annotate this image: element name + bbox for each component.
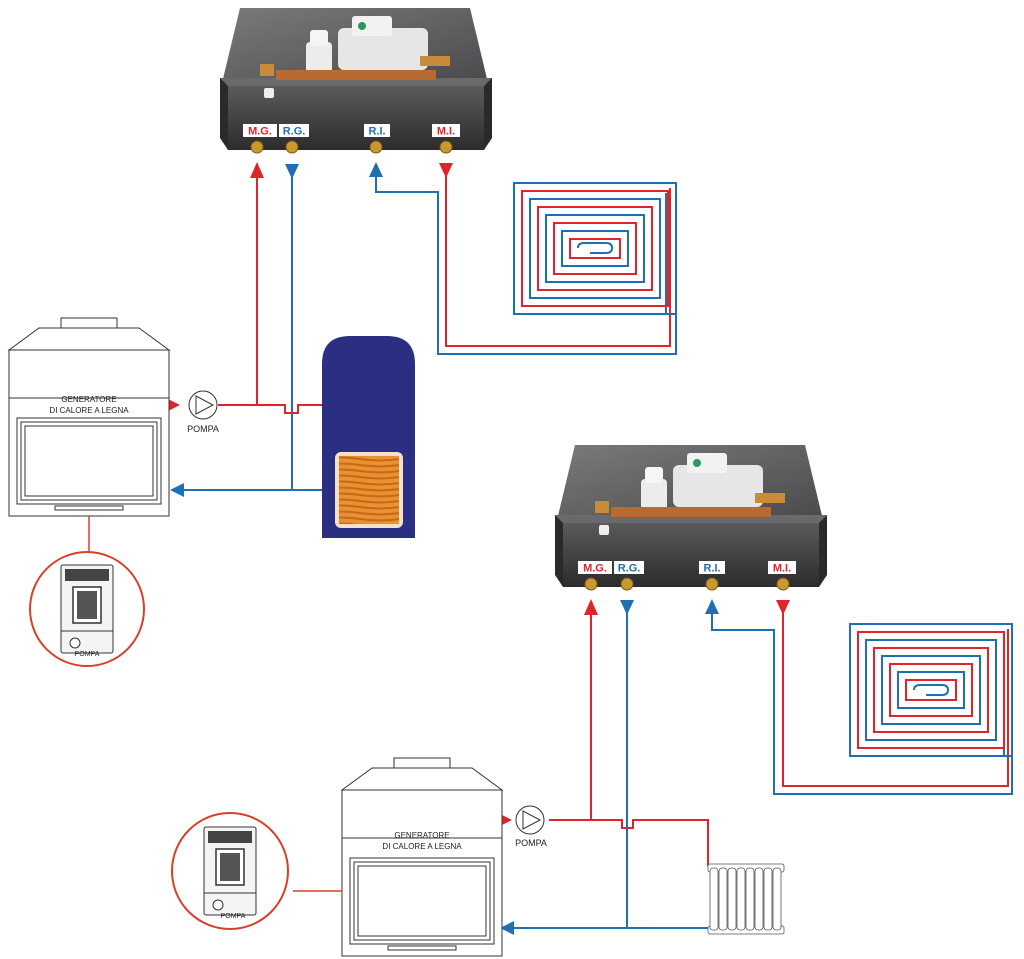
arrow-down-mi [439, 163, 453, 178]
port-ri-bg-2 [699, 561, 725, 574]
arrow-return-gen-2 [500, 921, 514, 935]
port-ri-label: R.I. [368, 126, 385, 138]
arrow-up-ri-2 [705, 599, 719, 614]
arrow-up-ri [369, 162, 383, 177]
pump-label: POMPA [187, 424, 219, 434]
stove-icon [60, 564, 114, 654]
port-mg-label: M.G. [248, 126, 272, 138]
brass-fittings [250, 140, 453, 154]
port-rg-bg [279, 124, 309, 137]
port-mg-label-2: M.G. [583, 563, 607, 575]
generator-label-2b: DI CALORE A LEGNA [382, 842, 462, 851]
port-ri-bg [364, 124, 390, 137]
port-rg-bg-2 [614, 561, 644, 574]
port-ri-label-2: R.I. [703, 563, 720, 575]
arrow-up-mg [250, 162, 264, 178]
port-mi-bg [432, 124, 460, 137]
port-rg-label-2: R.G. [618, 563, 641, 575]
bottom-system: M.G. R.G. R.I. M.I. [171, 445, 1013, 957]
arrow-down-rg-2 [620, 600, 634, 615]
generator-body-2 [341, 757, 503, 957]
arrow-return-gen [170, 483, 184, 497]
top-pipes [180, 172, 677, 491]
generator-label-1b: GENERATORE [394, 831, 449, 840]
inset-pump-label: POMPA [75, 651, 100, 658]
generator-label-2: DI CALORE A LEGNA [49, 406, 129, 415]
port-mi-bg-2 [768, 561, 796, 574]
port-mi-label: M.I. [437, 126, 455, 138]
arrow-up-mg-2 [584, 599, 598, 615]
arrow-down-mi-2 [776, 600, 790, 615]
pump-label-2: POMPA [515, 838, 547, 848]
puffer-tank-icon [322, 336, 415, 538]
port-mg-bg-2 [578, 561, 612, 574]
radiator-icon [707, 863, 785, 935]
generator-label-1: GENERATORE [61, 395, 116, 404]
pump-icon-2 [515, 805, 545, 835]
stove-icon-2 [203, 826, 257, 916]
port-mg-bg [243, 124, 277, 137]
underfloor-coil-icon-2 [849, 623, 1013, 757]
arrow-down-rg [285, 164, 299, 179]
top-system: M.G. R.G. R.I. M.I. [8, 8, 677, 667]
pump-icon [188, 390, 218, 420]
generator-body [8, 317, 170, 517]
inset-pump-label-2: POMPA [221, 913, 246, 920]
port-mi-label-2: M.I. [773, 563, 791, 575]
arrow-into-pump [166, 398, 180, 412]
brass-fittings-2 [584, 577, 790, 591]
port-rg-label: R.G. [283, 126, 306, 138]
underfloor-coil-icon [513, 182, 677, 315]
